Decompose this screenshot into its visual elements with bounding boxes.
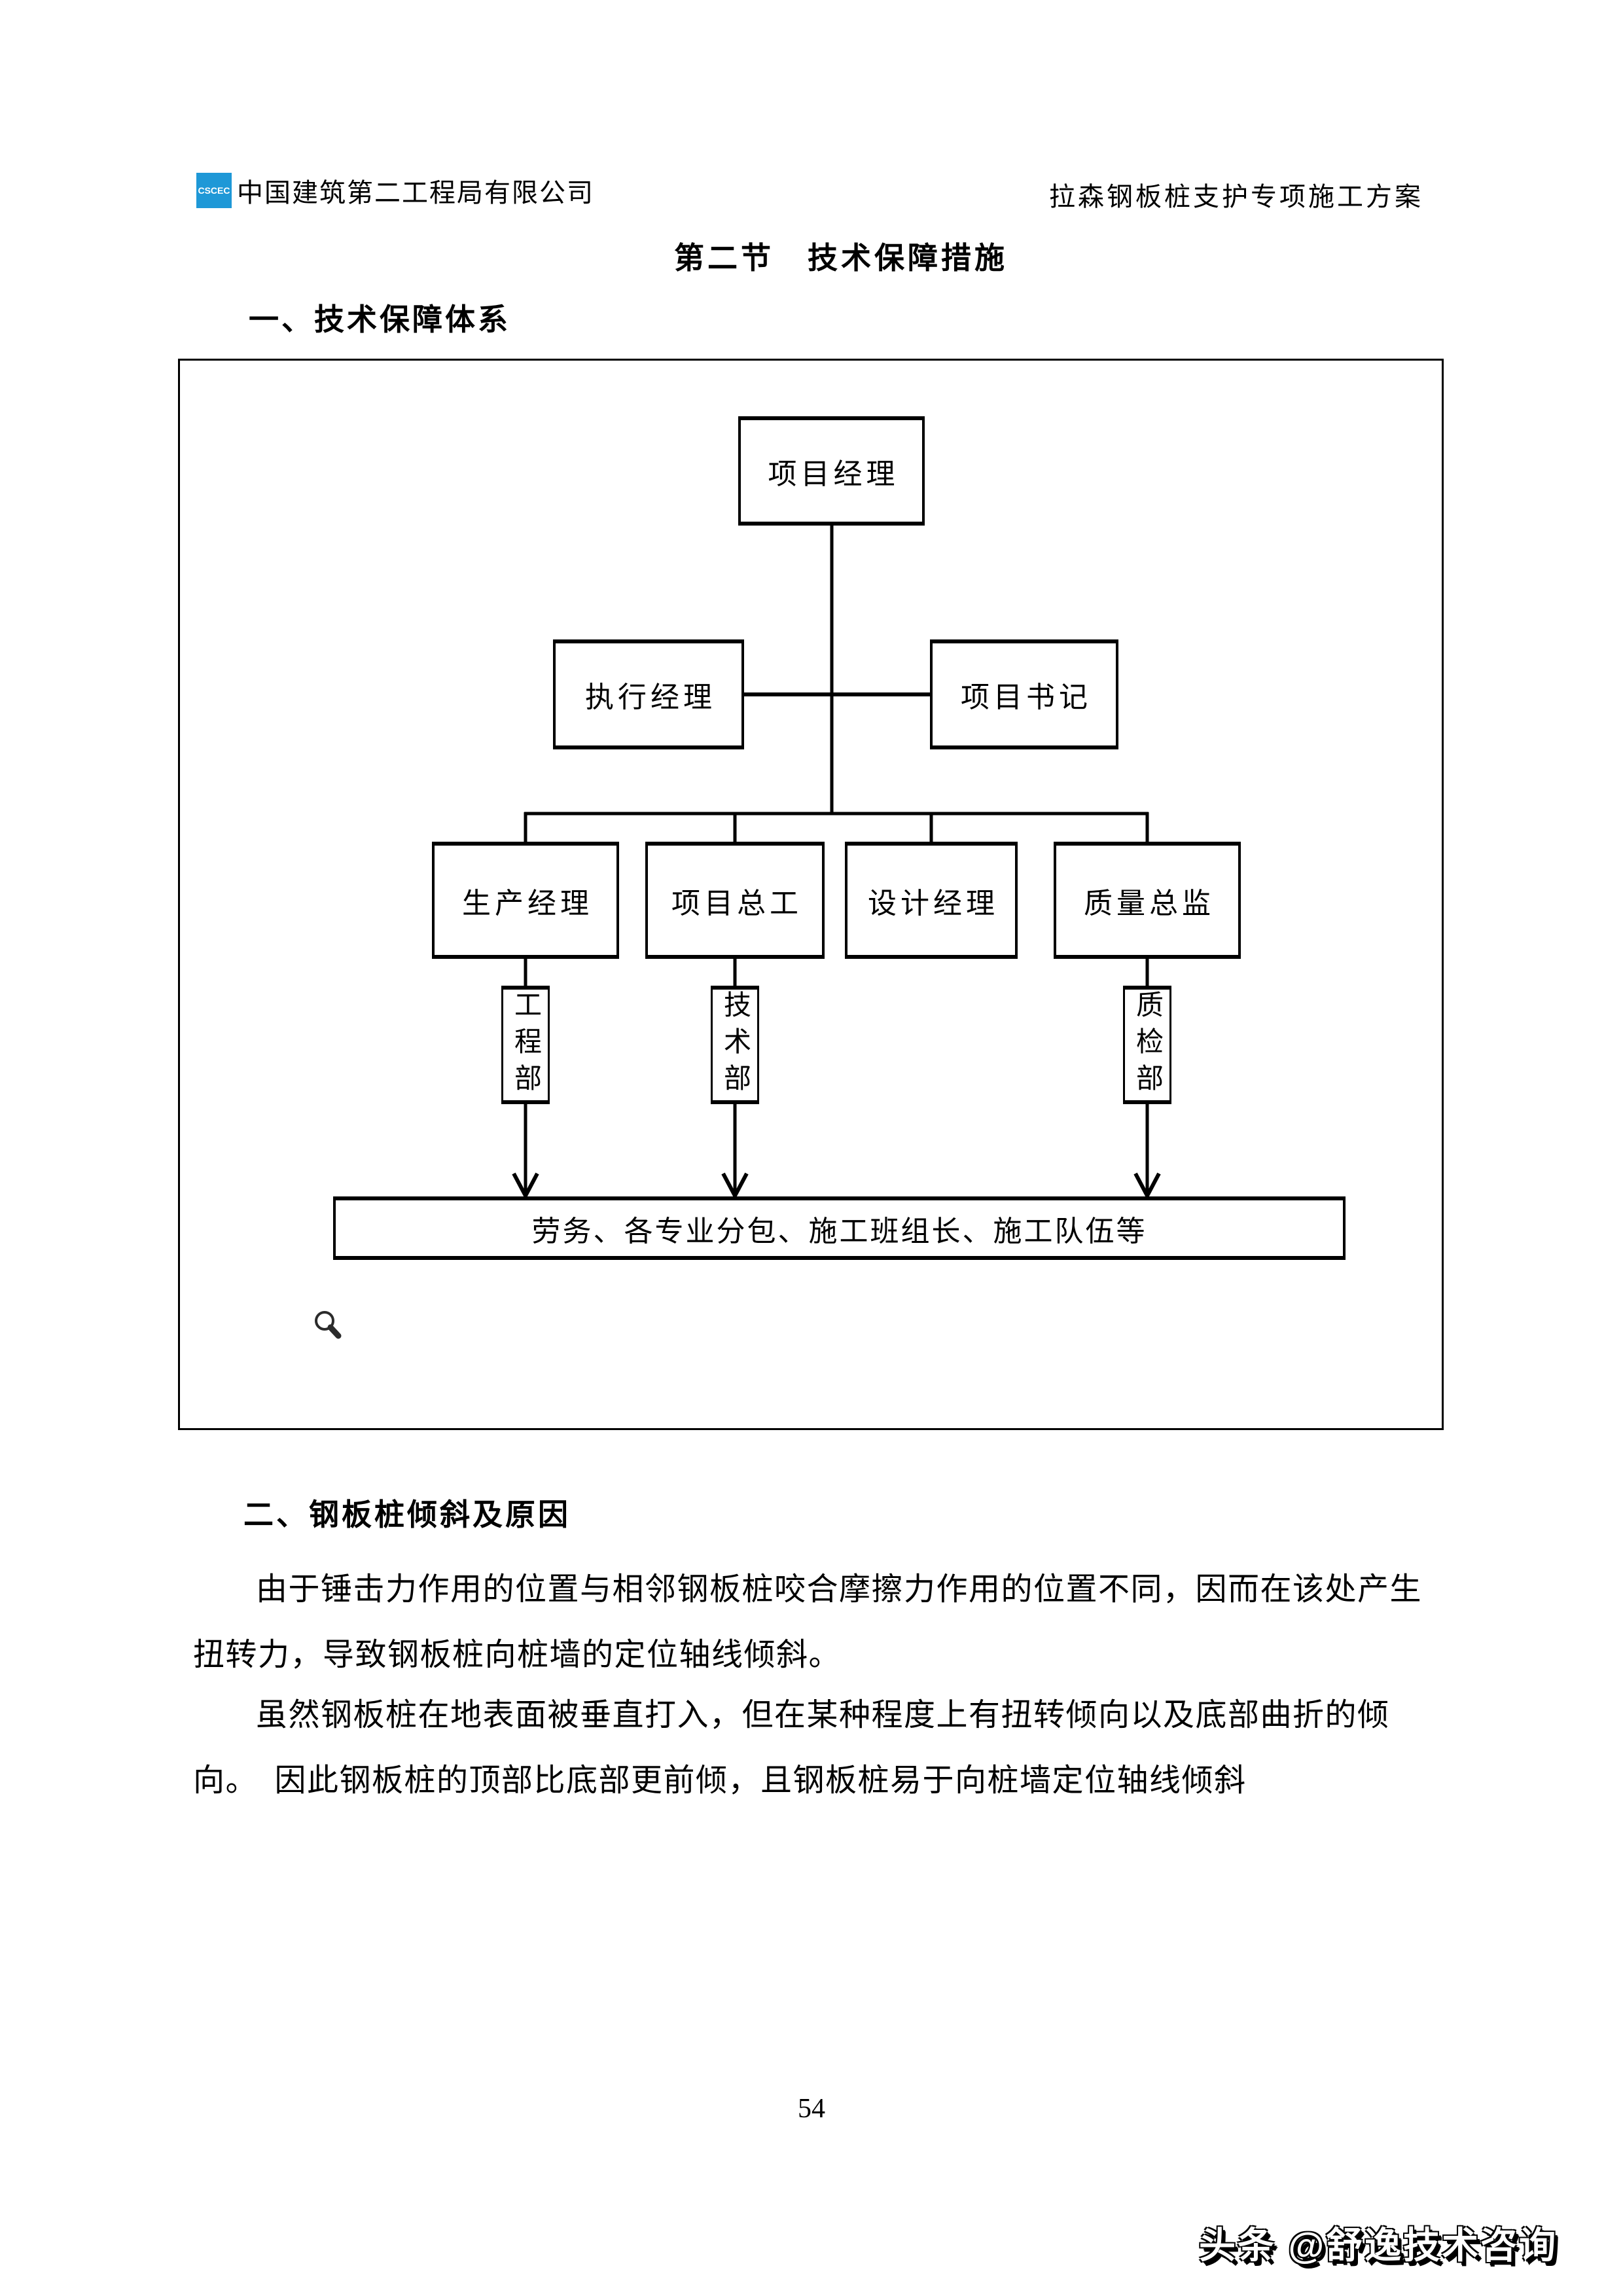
- heading-sheet-pile-tilt: 二、钢板桩倾斜及原因: [243, 1498, 571, 1532]
- box-quality-director: 质量总监: [1054, 842, 1241, 959]
- org-chart-connector-lines: [512, 526, 1161, 1200]
- box-technology-dept: 技术部: [711, 986, 759, 1104]
- box-project-secretary: 项目书记: [930, 639, 1118, 749]
- header-company-name: 中国建筑第二工程局有限公司: [237, 178, 594, 207]
- paragraph2-line1: 虽然钢板桩在地表面被垂直打入，但在某种程度上有扭转倾向以及底部曲折的倾: [256, 1698, 1390, 1732]
- paragraph1-line1: 由于锤击力作用的位置与相邻钢板桩咬合摩擦力作用的位置不同，因而在该处产生: [256, 1572, 1423, 1607]
- cscec-logo-icon: CSCEC: [196, 173, 232, 208]
- paragraph2-line2: 向。 因此钢板桩的顶部比底部更前倾，且钢板桩易于向桩墙定位轴线倾斜: [193, 1763, 1247, 1798]
- header-doc-name: 拉森钢板桩支护专项施工方案: [1049, 182, 1423, 211]
- box-labor-teams: 劳务、各专业分包、施工班组长、施工队伍等: [333, 1196, 1346, 1260]
- section-title: 第二节 技术保障措施: [674, 242, 1008, 275]
- header-left: CSCEC 中国建筑第二工程局有限公司: [196, 171, 594, 209]
- box-production-manager: 生产经理: [432, 842, 619, 959]
- box-project-manager: 项目经理: [738, 416, 925, 526]
- box-chief-engineer: 项目总工: [645, 842, 825, 959]
- page-number: 54: [798, 2094, 825, 2124]
- paragraph1-line2: 扭转力，导致钢板桩向桩墙的定位轴线倾斜。: [193, 1638, 842, 1672]
- magnifier-icon: [315, 1311, 342, 1339]
- box-design-manager: 设计经理: [845, 842, 1018, 959]
- box-executive-manager: 执行经理: [553, 639, 744, 749]
- box-engineering-dept: 工程部: [501, 986, 550, 1104]
- heading-technical-guarantee-system: 一、技术保障体系: [249, 303, 510, 336]
- box-quality-inspection-dept: 质检部: [1123, 986, 1171, 1104]
- org-chart-frame: 项目经理 执行经理 项目书记 生产经理 项目总工 设计经理 质量总监 工程部 技…: [178, 359, 1444, 1430]
- watermark: 头条 @舒逸技术咨询: [1199, 2225, 1558, 2266]
